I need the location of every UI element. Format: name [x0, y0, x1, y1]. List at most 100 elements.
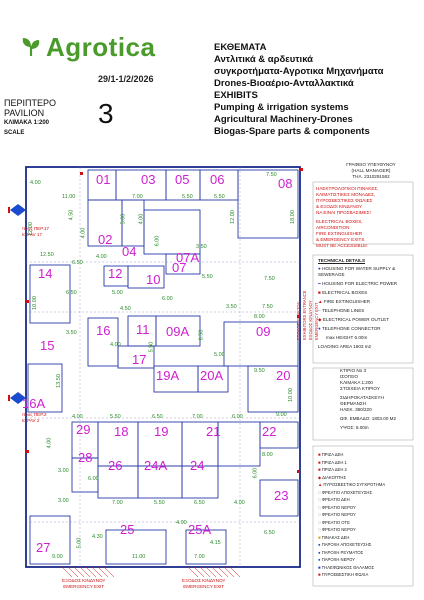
booth-28[interactable]: 28 [78, 450, 93, 465]
booth-11[interactable]: 11 [136, 322, 150, 337]
booth-26[interactable]: 26 [108, 458, 123, 473]
dimension-label: 9.00 [52, 554, 63, 560]
warning-line: AIRCONDITION [316, 225, 350, 230]
booth-12[interactable]: 12 [108, 266, 123, 281]
booth-01[interactable]: 01 [96, 172, 111, 187]
dimension-label: 3.00 [58, 468, 69, 474]
legend-label: ΠΡΙΖΑ ΔΕΗ 1 [321, 459, 347, 465]
dimension-label: 9.50 [254, 368, 265, 374]
logo-icon [20, 36, 42, 58]
water-housing-icon: ● [318, 266, 321, 271]
dimension-label: 5.00 [76, 537, 83, 549]
building-line: ΚΛΙΜΑΚΑ 1:200 [340, 380, 373, 385]
booth-25[interactable]: 25 [120, 522, 135, 537]
legend-label: ΦΡΕΑΤΙΟ ΟΤΕ [321, 519, 350, 525]
booth-19[interactable]: 19 [154, 424, 169, 439]
booth-20a[interactable]: 20A [200, 368, 224, 383]
booth-08[interactable]: 08 [278, 176, 293, 191]
booth-20[interactable]: 20 [276, 368, 291, 383]
phone-booth-icon: ■ [318, 564, 321, 570]
warning-line: & EMERGENCY EXITS [316, 237, 365, 242]
booth-04[interactable]: 04 [122, 244, 137, 259]
booth-29[interactable]: 29 [76, 422, 91, 437]
dimension-label: 11.00 [62, 194, 76, 200]
dimension-label: 6.50 [72, 260, 83, 266]
booth-25a[interactable]: 25A [188, 522, 212, 537]
building-line: ΗΛΕΚ. 380/220 [340, 407, 372, 412]
booth-02[interactable]: 02 [98, 232, 113, 247]
legend-label: ΦΡΕΑΤΙΟ ΝΕΡΟΥ [321, 527, 356, 532]
pavilion-label: ΠΕΡΙΠΤΕΡΟ PAVILION ΚΛΙΜΑΚΑ 1:200 SCALE [4, 98, 56, 138]
title-line: EXHIBITS [214, 90, 258, 101]
legend-item: □ ΦΡΕΑΤΙΟ ΝΕΡΟΥ [318, 505, 412, 510]
dimension-label: 5.00 [214, 352, 225, 358]
dimension-label: 7.00 [192, 414, 203, 420]
legend-item: ▲ ΠΥΡΟΣΒΕΣΤΙΚΟ ΣΥΓΚΡΟΤΗΜΑ [318, 482, 412, 487]
exit-line: EMERGENCY EXIT [63, 584, 105, 589]
legend-label: ΠΙΝΑΚΑΣ ΔΕΗ [321, 534, 350, 540]
booth-22[interactable]: 22 [262, 424, 277, 439]
booth-14[interactable]: 14 [38, 266, 53, 281]
warning-line: & ΕΞΟΔΟΙ ΚΙΝΔΥΝΟΥ [316, 204, 363, 209]
booth-27[interactable]: 27 [36, 540, 51, 555]
booth-21[interactable]: 21 [206, 424, 221, 439]
legend-label: ΠΡΙΖΑ ΔΕΗ [321, 452, 344, 457]
legend-item: ● ΠΑΡΟΧΗ ΝΕΡΟΥ [318, 557, 412, 562]
booth-24a[interactable]: 24A [144, 458, 168, 473]
booth-18[interactable]: 18 [114, 424, 129, 439]
booth-17[interactable]: 17 [132, 352, 147, 367]
booth-16[interactable]: 16 [96, 323, 111, 338]
dimension-label: 4.50 [68, 209, 75, 221]
dimension-label: 4.00 [46, 437, 53, 449]
dimension-label: 4.00 [234, 500, 245, 506]
title-line: συγκροτήματα-Αγροτικα Μηχανήματα [214, 66, 384, 77]
dimension-label: 5.50 [202, 274, 213, 280]
dimension-label: 11.00 [132, 554, 146, 560]
tech-label: LOADING AREA 1803 m2 [318, 344, 372, 349]
pavilion-line: PAVILION [4, 108, 45, 118]
booth-07[interactable]: 07 [172, 260, 187, 275]
warning-line: ΝΑ ΕΙΝΑΙ ΠΡΟΣΒΑΣΙΜΕΣ! [316, 210, 371, 215]
building-line: ΘΕΡΜΑΝΣΗ [340, 401, 367, 406]
tech-label: ELECTRICAL POWER OUTLET [322, 317, 390, 322]
booth-10[interactable]: 10 [146, 272, 161, 287]
legend-label: ΦΡΕΑΤΙΟ ΝΕΡΟΥ [321, 512, 356, 517]
exit-line: ΕΞΟΔΟΣ ΚΙΝΔΥΝΟΥ [182, 578, 226, 583]
legend-label: ΠΥΡΟΣΒΕΣΤΙΚΟ ΣΥΓΚΡΟΤΗΜΑ [323, 482, 386, 487]
legend-item: ◆ ΔΙΑΚΟΠΤΗΣ [318, 475, 412, 480]
tech-label: FIRE EXTINGUISHER [323, 299, 371, 304]
dimension-label: 13.50 [55, 374, 62, 388]
dimension-label: 5.50 [182, 194, 193, 200]
booth-15[interactable]: 15 [40, 338, 55, 353]
tech-label: ELECTRICAL BOXES [322, 290, 368, 295]
booth-23[interactable]: 23 [274, 488, 289, 503]
emergency-exit-right: ΕΞΟΔΟΣ ΚΙΝΔΥΝΟΥ EMERGENCY EXIT [182, 578, 225, 590]
dimension-label: 6.50 [152, 414, 163, 420]
title-line: Αντλιτικά & αρδευτικά [214, 54, 314, 65]
dimension-label: 6.50 [194, 500, 205, 506]
booth-03[interactable]: 03 [141, 172, 156, 187]
booth-09a[interactable]: 09A [166, 324, 190, 339]
booth-07a[interactable]: 07A [176, 250, 200, 265]
booth-16a[interactable]: 16A [22, 396, 46, 411]
water-well-icon: □ [318, 512, 321, 517]
dimension-label: 6.00 [232, 414, 243, 420]
booth-05[interactable]: 05 [175, 172, 190, 187]
legend: ■ ΠΡΙΖΑ ΔΕΗ ■ ΠΡΙΖΑ ΔΕΗ 1 ■ ΠΡΙΖΑ ΔΕΗ 2 … [318, 450, 412, 580]
dimension-label: 7.00 [194, 554, 205, 560]
booth-24[interactable]: 24 [190, 458, 205, 473]
tech-item: ◆ ELECTRICAL POWER OUTLET [318, 317, 412, 323]
tech-item: ┈ TELEPHONE LINES [318, 308, 412, 314]
dimension-label: 8.00 [254, 314, 265, 320]
building-line: ΥΨΟΣ: 6.00m [340, 425, 369, 430]
tech-item: ▲ FIRE EXTINGUISHER [318, 299, 412, 305]
building-line: ΣΤΟΙΧΕΙΑ ΚΤΙΡΙΟΥ [340, 386, 380, 391]
pavilion-number: 3 [98, 98, 114, 129]
dimension-label: 4.00 [176, 520, 187, 526]
booth-19a[interactable]: 19A [156, 368, 180, 383]
switch-icon: ◆ [318, 474, 322, 480]
booth-09[interactable]: 09 [256, 324, 271, 339]
electrical-box-icon: ■ [318, 290, 321, 295]
legend-item: ■ ΠΡΙΖΑ ΔΕΗ [318, 452, 412, 457]
booth-06[interactable]: 06 [210, 172, 225, 187]
